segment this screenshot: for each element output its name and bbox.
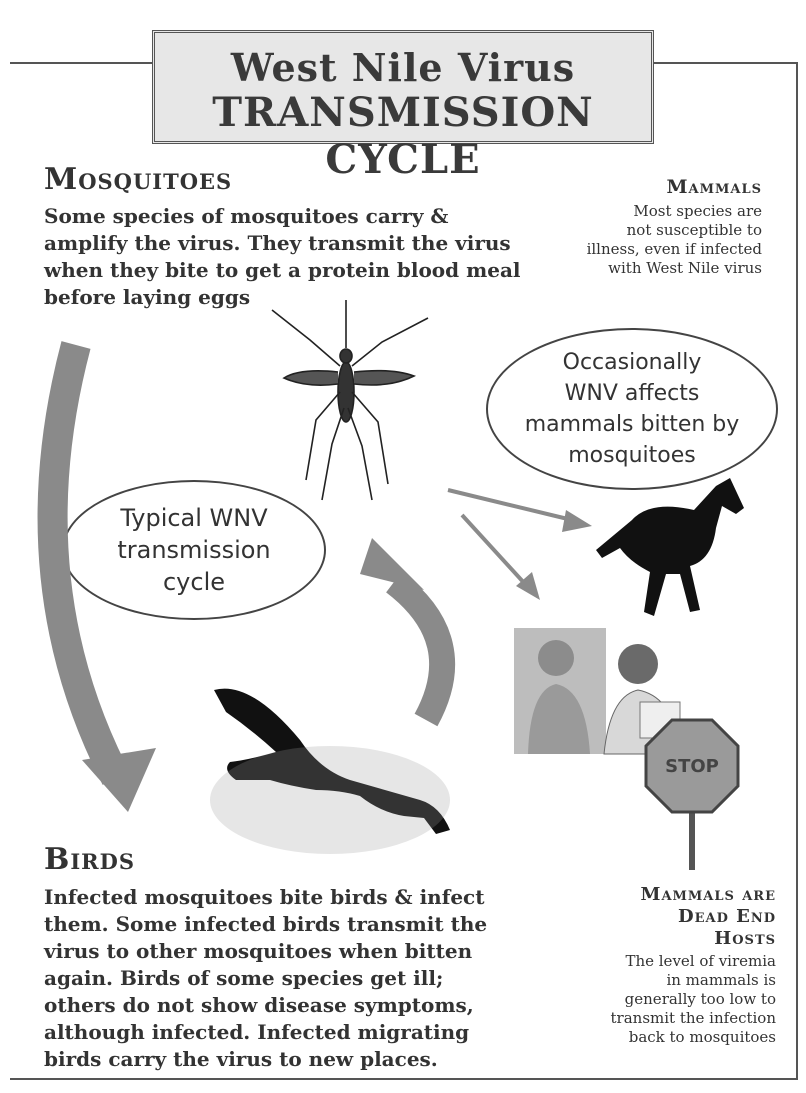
bird-silhouette [210,689,450,854]
mosquito-illustration [272,300,428,500]
arrow-to-humans [462,515,540,600]
arrow-mosquito-to-bird [53,345,156,812]
birds-heading: Birds [44,842,135,877]
arrow-bird-to-mosquito [360,538,442,720]
horse-silhouette [596,478,744,616]
stop-sign-icon: STOP [646,720,738,870]
birds-text: Infected mosquitoes bite birds & infect … [44,884,487,1073]
dead-end-heading: Mammals are Dead End Hosts [574,884,776,950]
stop-sign-label: STOP [665,756,719,777]
dead-end-text: The level of viremia in mammals is gener… [560,952,776,1047]
